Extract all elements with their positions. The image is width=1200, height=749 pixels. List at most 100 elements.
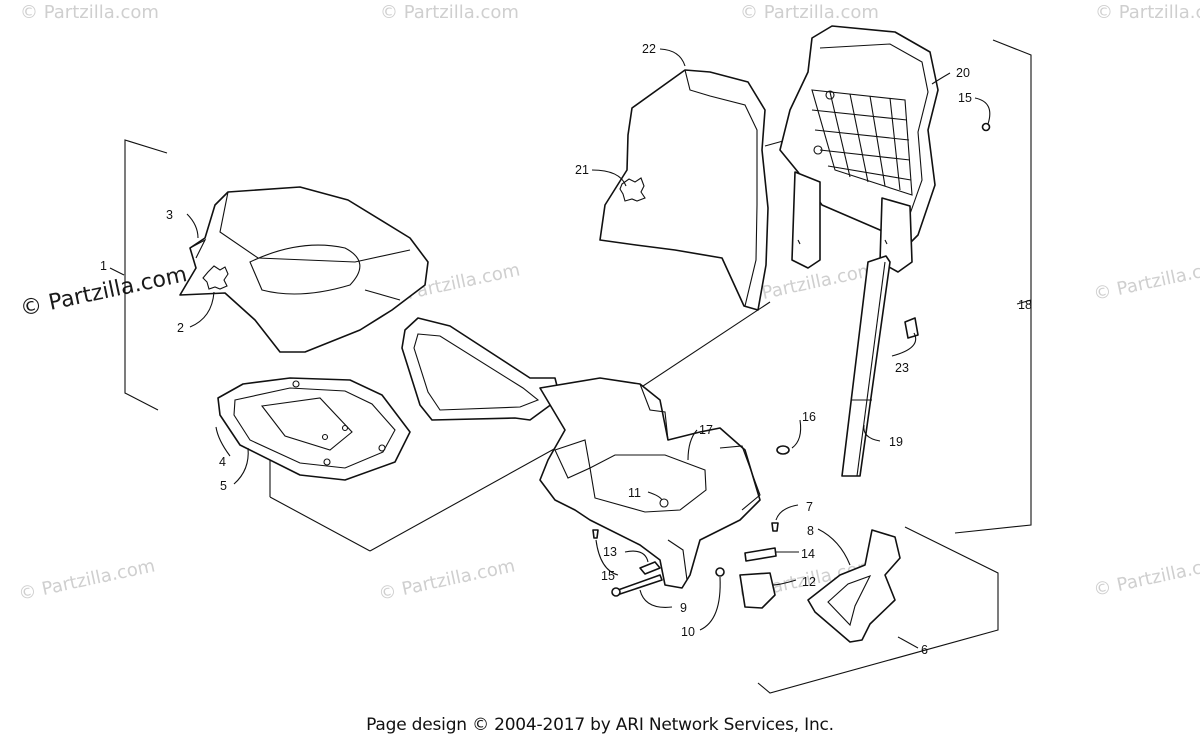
watermark: © Partzilla.com <box>1092 255 1200 304</box>
callout-4: 4 <box>219 455 226 469</box>
callout-2: 2 <box>177 321 184 335</box>
seat-base-opening <box>589 454 707 513</box>
leader-1 <box>109 267 125 276</box>
callout-22: 22 <box>642 42 656 56</box>
callout-18: 18 <box>1018 298 1032 312</box>
callout-11: 11 <box>628 486 641 500</box>
frame-grid <box>811 91 912 191</box>
callout-3: 3 <box>166 208 173 222</box>
grab-handle-inner <box>413 333 540 411</box>
watermark: © Partzilla.com <box>377 555 517 604</box>
watermark: © Partzilla.com <box>380 2 519 23</box>
tray-outline <box>217 377 411 481</box>
screw-part <box>981 122 991 132</box>
bracket-line <box>269 496 371 552</box>
leader-3 <box>186 213 199 239</box>
leader-4 <box>215 426 231 457</box>
leader-7 <box>775 504 799 521</box>
callout-6: 6 <box>921 643 928 657</box>
callout-labels: 1 2 3 4 5 6 7 8 9 10 11 12 13 14 15 15 1… <box>100 42 1032 657</box>
frame-rim <box>819 43 929 229</box>
tray-inner <box>233 387 396 469</box>
bracket-handle <box>757 526 999 694</box>
leader-22 <box>659 48 686 67</box>
tray-hole <box>378 444 386 452</box>
seat-base-pocket <box>554 439 591 479</box>
callout-21: 21 <box>575 163 589 177</box>
screw-part <box>592 529 599 539</box>
screw-part <box>771 522 779 532</box>
leader-15a <box>974 97 991 125</box>
seat-base-foot <box>667 539 688 581</box>
backrest-outline <box>599 69 769 311</box>
seat-cushion <box>179 186 429 353</box>
bracket-line <box>639 301 771 389</box>
seat-base-outline <box>539 377 761 589</box>
seat-seam <box>364 289 401 301</box>
seat-base-frame <box>539 377 761 589</box>
watermark: © Partzilla.com <box>740 2 879 23</box>
seat-panel <box>249 244 361 295</box>
leader-5 <box>233 447 249 485</box>
seat-label-patch <box>202 265 229 290</box>
seat-base-tray <box>217 377 411 481</box>
callout-8: 8 <box>807 524 814 538</box>
leader-12 <box>771 579 797 586</box>
latch-part <box>739 572 776 609</box>
leader-18 <box>1016 299 1032 305</box>
frame-post-right <box>879 197 913 273</box>
callout-15: 15 <box>958 91 972 105</box>
tray-hole <box>292 380 300 388</box>
backrest-label-patch <box>619 177 646 202</box>
callout-19: 19 <box>889 435 903 449</box>
slide-bar <box>841 255 891 477</box>
side-handle <box>807 529 901 643</box>
leader-10 <box>699 576 721 631</box>
callout-16: 16 <box>802 410 816 424</box>
callout-1: 1 <box>100 259 107 273</box>
callout-23: 23 <box>895 361 909 375</box>
clip-hardware <box>639 561 661 575</box>
watermark: © Partzilla.com <box>17 555 157 604</box>
leader-17 <box>687 429 698 461</box>
backrest-edge <box>684 69 758 307</box>
callout-17: 17 <box>699 423 713 437</box>
leader-13 <box>624 550 649 563</box>
callout-13: 13 <box>603 545 617 559</box>
bracket-backrest <box>954 39 1032 534</box>
seat-base-nut <box>659 498 669 508</box>
hardware <box>592 122 991 609</box>
tray-hole <box>321 433 329 441</box>
frame-post-left <box>791 171 821 269</box>
leader-21 <box>591 169 627 187</box>
seat-base-edge <box>639 383 669 441</box>
leader-2 <box>189 291 215 328</box>
leader-16 <box>791 419 802 449</box>
leader-lines <box>109 48 1032 649</box>
leader-9 <box>639 589 673 608</box>
callout-14: 14 <box>801 547 815 561</box>
watermark: © Partzilla.com <box>1095 2 1200 23</box>
bracket-seat <box>124 139 168 411</box>
grab-handle-outline <box>401 317 561 421</box>
seat-base-side <box>719 445 761 511</box>
backrest-frame <box>779 25 939 273</box>
leader-6 <box>897 636 919 649</box>
tray-hole <box>323 458 331 466</box>
grommet-part <box>776 445 790 455</box>
slide-bar-body <box>841 255 891 477</box>
callout-5: 5 <box>220 479 227 493</box>
side-handle-inner <box>827 575 872 627</box>
frame-grid-border <box>811 89 913 196</box>
leader-19 <box>863 424 881 442</box>
side-handle-outline <box>807 529 901 643</box>
watermark: © Partzilla.com <box>1092 551 1200 600</box>
frame-bolt <box>813 145 823 155</box>
leader-15b <box>595 539 619 576</box>
bolt-head <box>611 587 621 597</box>
tray-plate <box>260 397 353 451</box>
seat-tab <box>189 238 207 259</box>
leader-8 <box>817 528 851 566</box>
callout-12: 12 <box>802 575 816 589</box>
